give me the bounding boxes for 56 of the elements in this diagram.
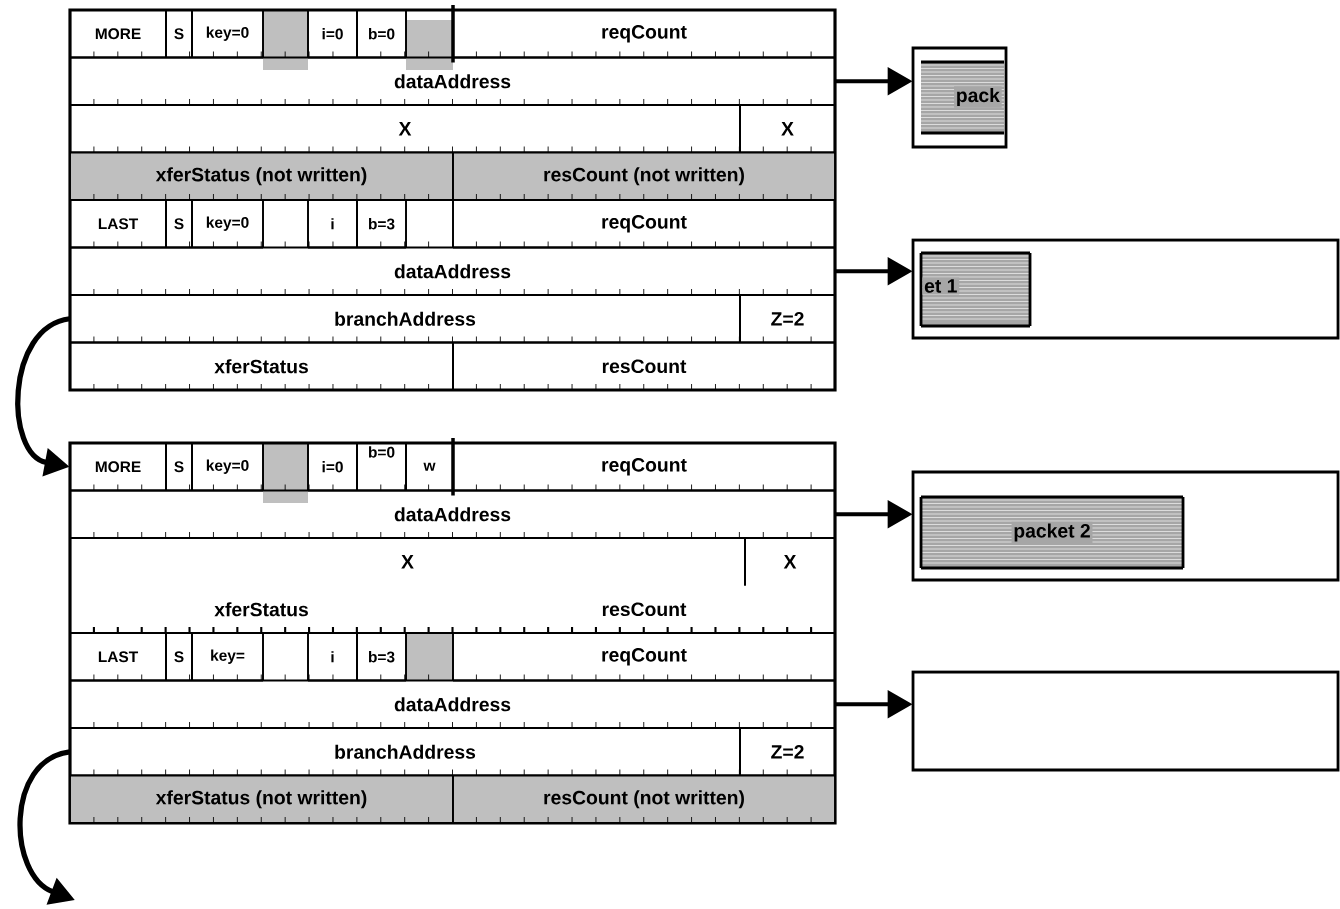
field-cell: S bbox=[165, 442, 193, 492]
packet-buffer bbox=[911, 470, 1340, 582]
field-cell: key=0 bbox=[191, 199, 264, 249]
field-cell: key=0 bbox=[191, 9, 264, 59]
field-cell: reqCount bbox=[452, 632, 836, 682]
field-cell: i bbox=[307, 632, 358, 682]
field-cell: MORE bbox=[69, 9, 167, 59]
packet-data-block: pack bbox=[919, 60, 1006, 135]
field-cell: i=0 bbox=[307, 442, 358, 492]
field-cell: dataAddress bbox=[69, 489, 836, 539]
field-cell: X bbox=[744, 537, 836, 587]
field-cell: i=0 bbox=[307, 9, 358, 59]
field-cell: xferStatus bbox=[69, 341, 454, 391]
field-cell: key= bbox=[191, 632, 264, 682]
node-label: xferStatus (not written) bbox=[155, 790, 367, 809]
field-cell: xferStatus bbox=[69, 584, 454, 634]
field-cell: X bbox=[739, 104, 836, 154]
field-cell: reqCount bbox=[451, 5, 836, 63]
field-cell: X bbox=[69, 104, 741, 154]
field-cell: xferStatus (not written) bbox=[69, 151, 454, 201]
packet-buffer bbox=[911, 238, 1340, 340]
field-cell: branchAddress bbox=[69, 727, 741, 777]
field-cell: Z=2 bbox=[739, 294, 836, 344]
field-cell: b=0 bbox=[356, 442, 407, 492]
descriptor-block bbox=[68, 441, 837, 825]
node-label: xferStatus (not written) bbox=[155, 167, 367, 186]
field-cell: resCount (not written) bbox=[452, 774, 836, 824]
packet-data-block: packet 2 bbox=[919, 495, 1185, 570]
field-cell: key=0 bbox=[191, 442, 264, 492]
field-cell: S bbox=[165, 9, 193, 59]
packet-data-block: et 1 bbox=[919, 251, 1032, 328]
field-cell: xferStatus (not written) bbox=[69, 774, 454, 824]
field-cell: b=3 bbox=[356, 199, 407, 249]
field-cell: reqCount bbox=[451, 438, 836, 496]
field-cell: S bbox=[165, 199, 193, 249]
field-cell: dataAddress bbox=[69, 56, 836, 106]
field-cell: b=0 bbox=[356, 9, 407, 59]
field-cell: reqCount bbox=[452, 199, 836, 249]
field-cell: b=3 bbox=[356, 632, 407, 682]
field-cell: w bbox=[405, 442, 454, 492]
field-cell: LAST bbox=[69, 199, 167, 249]
packet-buffer bbox=[911, 46, 1008, 149]
field-cell: resCount bbox=[452, 584, 836, 634]
field-cell: S bbox=[165, 632, 193, 682]
field-cell: i bbox=[307, 199, 358, 249]
field-cell: MORE bbox=[69, 442, 167, 492]
field-cell: branchAddress bbox=[69, 294, 741, 344]
field-cell: X bbox=[69, 537, 746, 587]
field-cell: LAST bbox=[69, 632, 167, 682]
field-cell: resCount bbox=[452, 341, 836, 391]
field-cell: resCount (not written) bbox=[452, 151, 836, 201]
descriptor-block bbox=[68, 8, 837, 392]
field-cell: dataAddress bbox=[69, 679, 836, 729]
field-cell: dataAddress bbox=[69, 246, 836, 296]
packet-buffer bbox=[911, 670, 1340, 772]
field-cell: Z=2 bbox=[739, 727, 836, 777]
